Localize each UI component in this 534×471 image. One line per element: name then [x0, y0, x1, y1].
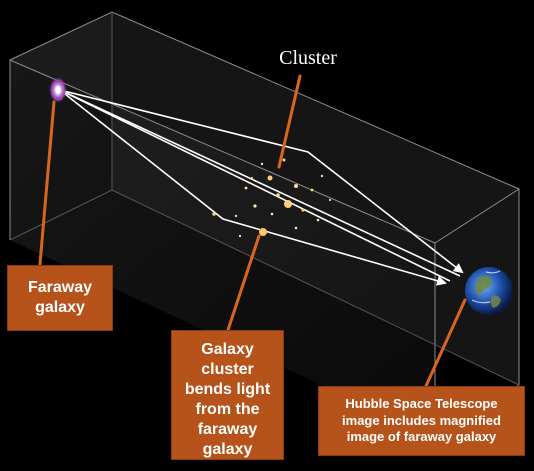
box-edge-back-bottom	[111, 189, 520, 386]
cluster-galaxy	[250, 176, 254, 180]
pointer-cluster-bends-light	[226, 234, 261, 332]
cluster-bends-light-label-line: Galaxy	[201, 341, 254, 358]
earth-clouds	[471, 270, 501, 304]
cluster-galaxy	[238, 234, 242, 238]
cluster-galaxy	[244, 186, 248, 190]
earth	[465, 267, 513, 315]
hubble-label-line: Hubble Space Telescope	[345, 396, 498, 411]
earth-globe	[465, 267, 513, 315]
cluster-galaxy	[259, 228, 267, 236]
light-rays	[59, 89, 464, 286]
faraway-galaxy-label-line: Faraway	[27, 279, 93, 296]
box-edges-top	[9, 11, 521, 244]
earth-continent	[475, 276, 492, 296]
cluster-bends-light-label-line: cluster	[201, 361, 254, 378]
cluster-galaxy	[316, 218, 320, 222]
cluster-galaxy	[267, 175, 273, 181]
cluster-galaxy	[260, 162, 264, 166]
pointer-cluster	[277, 74, 302, 169]
cluster-bends-light-label-line: galaxy	[202, 441, 253, 458]
cluster-galaxy	[301, 208, 305, 212]
faraway-galaxy-label-line: galaxy	[35, 299, 85, 316]
earth-continent	[490, 295, 501, 308]
cluster-galaxy	[253, 204, 257, 208]
cluster-galaxy	[276, 193, 280, 197]
hubble-label-line: image of faraway galaxy	[346, 429, 497, 444]
viewing-box	[9, 11, 521, 439]
box-edge-bottom-left	[9, 189, 113, 241]
cluster-bends-light-label-line: from the	[195, 401, 260, 418]
cluster-title: Cluster	[279, 47, 337, 69]
ray-apparent-upper	[59, 89, 461, 277]
cluster-bends-light-label-line: bends light	[184, 381, 271, 398]
ray-upper	[59, 89, 464, 274]
cluster-galaxy	[328, 198, 332, 202]
cluster-galaxy	[294, 184, 298, 188]
cluster-bends-light-label-line: faraway	[197, 421, 258, 438]
cluster-galaxy	[234, 214, 238, 218]
ray-apparent-lower	[59, 89, 451, 282]
galaxy-cluster	[212, 158, 332, 238]
box-edges-front	[9, 59, 436, 438]
faraway-galaxy-core	[55, 86, 61, 94]
ray-lower	[59, 89, 447, 286]
cluster-galaxy	[284, 200, 292, 208]
cluster-galaxy	[282, 158, 286, 162]
pointers	[38, 74, 467, 388]
cluster-galaxy	[270, 212, 274, 216]
box-front-face	[10, 60, 435, 438]
cluster-galaxy	[212, 212, 216, 216]
cluster-bends-light-label: Galaxy cluster bends light from the fara…	[172, 331, 283, 459]
pointer-hubble	[424, 298, 467, 388]
cluster-galaxy	[320, 174, 324, 178]
pointer-faraway-galaxy	[38, 100, 56, 266]
cluster-galaxy	[310, 188, 314, 192]
faraway-galaxy	[49, 77, 67, 103]
hubble-telescope-label: Hubble Space Telescope image includes ma…	[319, 387, 524, 455]
hubble-label-line: image includes magnified	[342, 412, 501, 428]
cluster-galaxy	[294, 226, 298, 230]
faraway-galaxy-label: Faraway galaxy	[8, 266, 112, 330]
faraway-galaxy-ring	[51, 79, 65, 101]
